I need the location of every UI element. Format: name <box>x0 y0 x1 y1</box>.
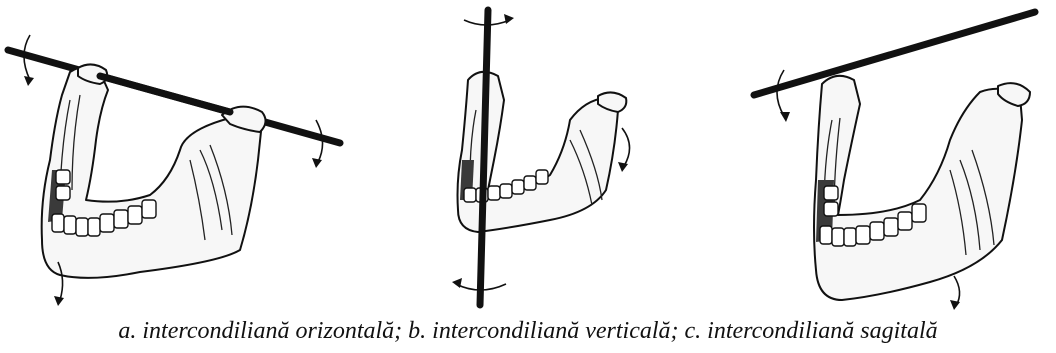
mandible-horizontal-figure <box>0 0 360 312</box>
mandible-body <box>42 67 262 278</box>
figure-caption: a. intercondiliană orizontală; b. interc… <box>0 318 1056 345</box>
rotation-arrow-left-icon <box>777 70 784 116</box>
panel-c-sagittal-axis <box>740 0 1056 312</box>
rotation-arrow-right-icon <box>622 128 630 166</box>
mandible-sagittal-figure <box>740 0 1056 312</box>
mandible-vertical-figure <box>420 0 660 312</box>
panel-a-horizontal-axis <box>0 0 360 312</box>
vertical-axis-rod <box>480 10 488 305</box>
panel-b-vertical-axis <box>420 0 660 312</box>
mandible-body <box>814 76 1022 300</box>
sagittal-axis-rod <box>754 12 1035 95</box>
